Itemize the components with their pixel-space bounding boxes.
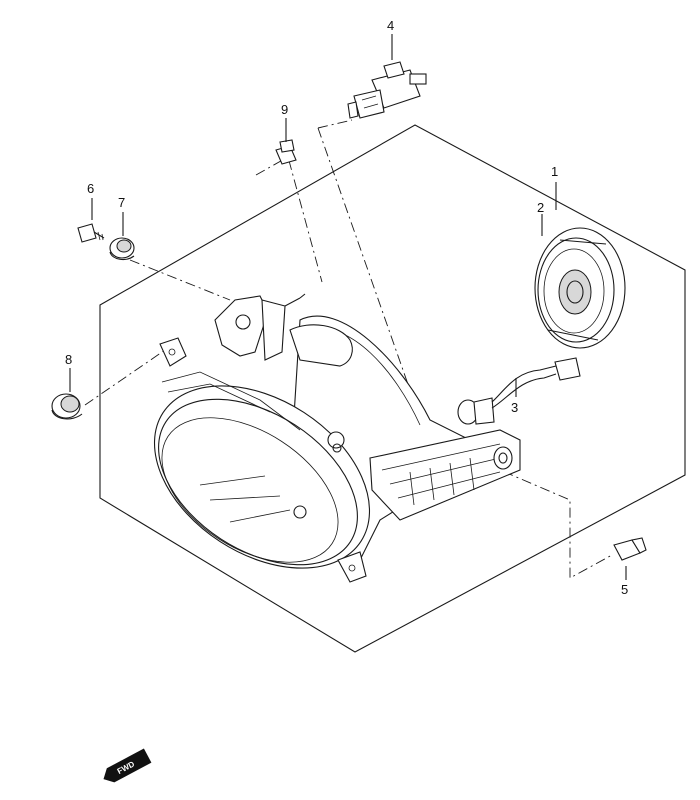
callout-5: 5 (621, 582, 628, 597)
part-9-nut (275, 139, 297, 165)
leader-guides (84, 119, 613, 579)
part-7-grommet (109, 237, 135, 261)
side-bracket (369, 429, 521, 521)
callout-3: 3 (511, 400, 518, 415)
part-4-headlight-bulb (347, 61, 427, 119)
callout-4: 4 (387, 18, 394, 33)
headlamp-housing (153, 293, 471, 583)
part-2-socket-cap (534, 227, 626, 349)
assembly-outline (99, 124, 686, 653)
callout-9: 9 (281, 102, 288, 117)
callout-1: 1 (551, 164, 558, 179)
part-8-grommet (51, 393, 83, 420)
part-6-screw (77, 223, 105, 243)
callout-leaders (69, 34, 627, 580)
callout-6: 6 (87, 181, 94, 196)
callout-2: 2 (537, 200, 544, 215)
callout-8: 8 (65, 352, 72, 367)
fwd-arrow-badge: FWD (103, 748, 152, 783)
callout-7: 7 (118, 195, 125, 210)
part-5-position-bulb (613, 537, 647, 561)
part-3-socket-wire (457, 357, 581, 425)
